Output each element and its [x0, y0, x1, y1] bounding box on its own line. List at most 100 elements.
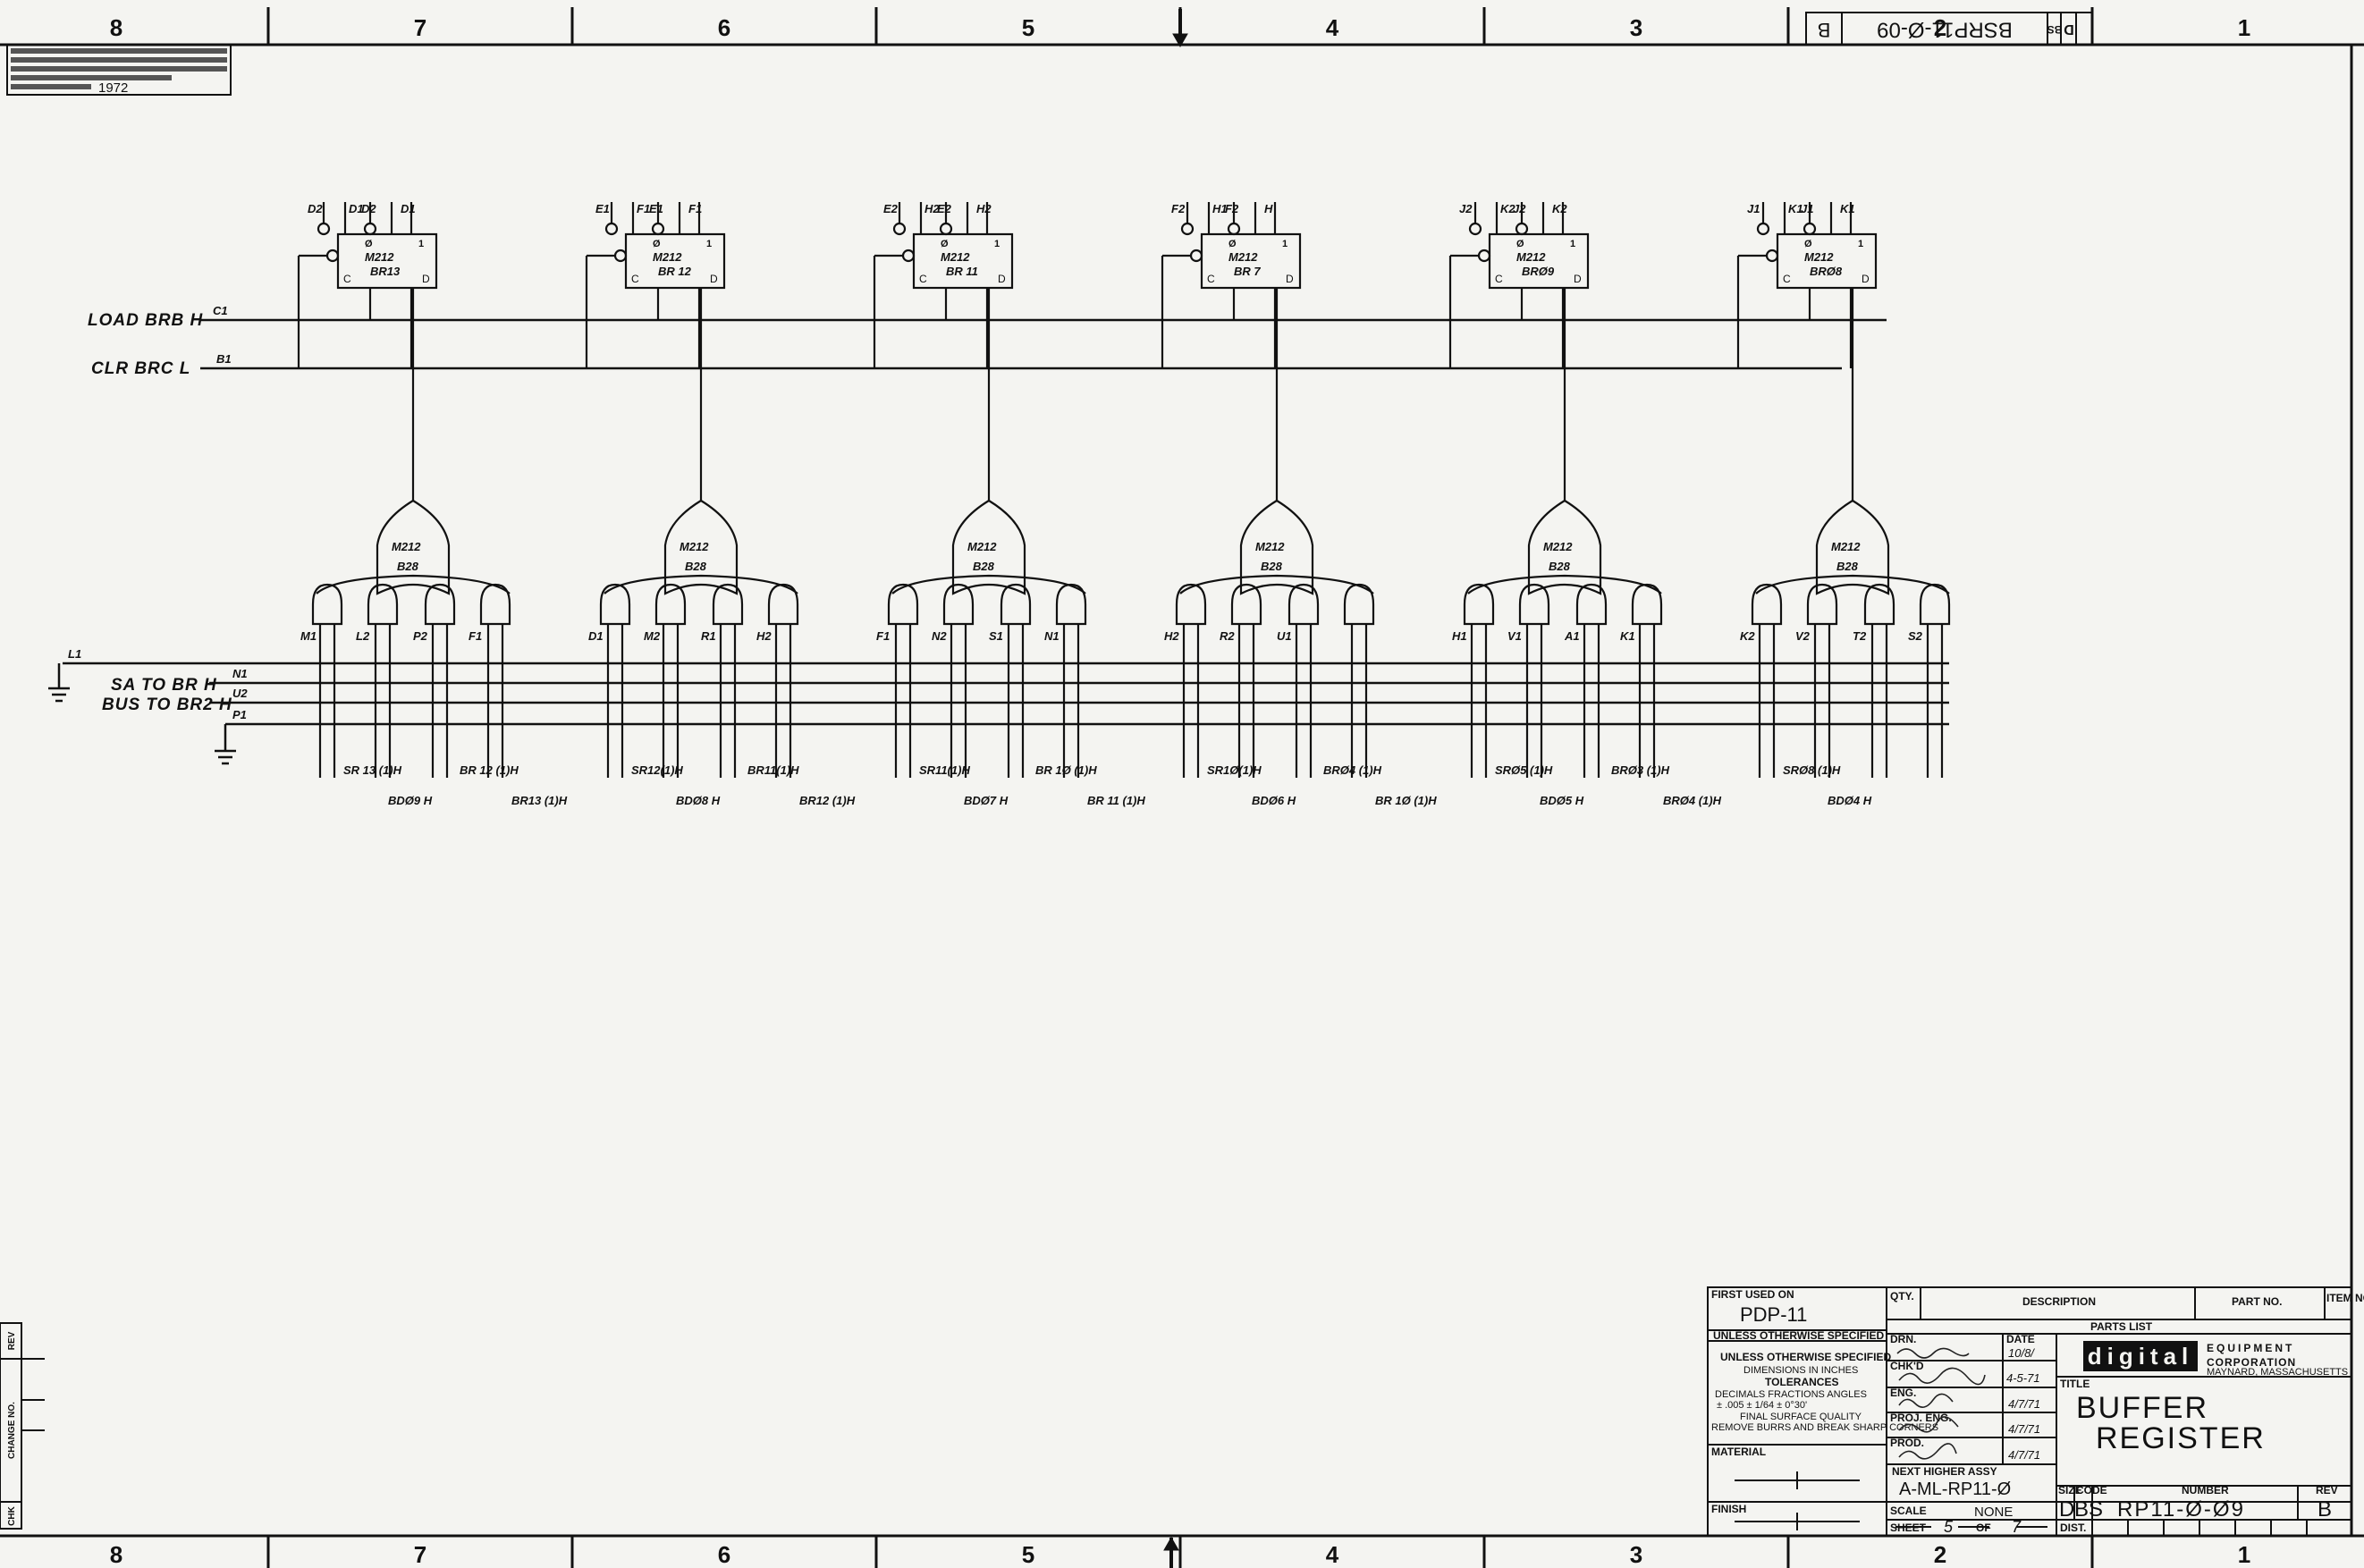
gate-name: B28 [973, 560, 995, 573]
load-pin-c1: C1 [213, 304, 228, 317]
company-name-1: EQUIPMENT [2207, 1342, 2294, 1354]
copyright-box: 1972 [6, 44, 232, 96]
date-1: 10/8/ [2008, 1346, 2035, 1360]
and-gate-pin: M2 [644, 629, 661, 643]
next-higher-label: NEXT HIGHER ASSY [1892, 1465, 1997, 1478]
ff-bubble [1756, 222, 1770, 236]
clr-pin-b1: B1 [216, 352, 232, 366]
qty-label: QTY. [1890, 1290, 1914, 1302]
and-gate [712, 583, 744, 626]
and-gate-pin: H2 [756, 629, 772, 643]
ff-preset-mark: 1 [1858, 239, 1863, 249]
ff-pin-label: D2 [308, 202, 323, 215]
ff-bubble [317, 222, 331, 236]
ff-type: M212 [365, 250, 394, 264]
flip-flop [624, 232, 726, 290]
chkd-label: CHK'D [1890, 1360, 1924, 1372]
zone-label-top: 2 [1934, 14, 1946, 41]
and-gate [1230, 583, 1262, 626]
ff-preset-mark: 1 [706, 239, 712, 249]
material-label: MATERIAL [1711, 1446, 1766, 1458]
ff-pin-label: D2 [361, 202, 376, 215]
date-4: 4/7/71 [2008, 1422, 2040, 1436]
gate-type: M212 [1255, 540, 1285, 553]
ff-preset-mark: Ø [365, 239, 373, 249]
zone-label-bottom: 6 [718, 1541, 730, 1568]
ff-bubble [892, 222, 907, 236]
ff-pin-label: H2 [976, 202, 992, 215]
gate-type: M212 [680, 540, 709, 553]
ff-preset-mark: 1 [1570, 239, 1575, 249]
ff-c-pin: C [343, 273, 351, 285]
final-surface-label: FINAL SURFACE QUALITY [1740, 1412, 1862, 1422]
and-gate [479, 583, 511, 626]
pin-u2: U2 [232, 687, 248, 700]
and-gate-pin: M1 [300, 629, 317, 643]
pin-p1: P1 [232, 708, 247, 721]
load-brb-label: LOAD BRB H [88, 311, 204, 330]
tolerances-label: TOLERANCES [1765, 1376, 1838, 1388]
zone-label-bottom: 2 [1934, 1541, 1946, 1568]
and-gate-pin: F1 [876, 629, 890, 643]
zone-label-bottom: 4 [1326, 1541, 1339, 1568]
company-location: MAYNARD, MASSACHUSETTS [2207, 1367, 2348, 1378]
ff-d-pin: D [1862, 273, 1870, 285]
tolerance-headings: DECIMALS FRACTIONS ANGLES [1715, 1389, 1867, 1400]
ff-pin-label: H [1264, 202, 1273, 215]
ff-pin-label: F1 [637, 202, 650, 215]
remove-burrs-label: REMOVE BURRS AND BREAK SHARP CORNERS [1711, 1422, 1938, 1433]
date-2: 4-5-71 [2006, 1371, 2040, 1385]
and-gate [599, 583, 631, 626]
ff-name: BR 11 [946, 265, 978, 278]
flip-flop [1776, 232, 1878, 290]
and-gate-pin: R2 [1220, 629, 1235, 643]
ff-bubble [1180, 222, 1195, 236]
ff-type: M212 [1228, 250, 1258, 264]
drawing-number: RP11-Ø-Ø9 [2117, 1497, 2245, 1522]
copyright-year: 1972 [98, 80, 128, 96]
ff-pin-label: K2 [1500, 202, 1515, 215]
signal-label: BRØ4 (1)H [1323, 763, 1382, 777]
finish-label: FINISH [1711, 1503, 1746, 1515]
flip-flop [336, 232, 438, 290]
ff-name: BR 7 [1234, 265, 1261, 278]
ff-pin-label: F2 [1225, 202, 1239, 215]
top-right-rev: B [1818, 19, 1831, 41]
signal-label: BR12 (1)H [799, 794, 856, 807]
rev-value: B [2318, 1497, 2332, 1522]
dist-label: DIST. [2060, 1522, 2086, 1534]
ff-pin-label: F1 [688, 202, 702, 215]
title-label: TITLE [2060, 1378, 2090, 1390]
and-gate [1863, 583, 1895, 626]
ff-c-pin: C [1207, 273, 1215, 285]
and-gate [424, 583, 456, 626]
zone-label-top: 7 [414, 14, 426, 41]
ff-name: BRØ8 [1810, 265, 1843, 278]
ff-pin-label: D1 [349, 202, 364, 215]
or-gate [663, 499, 739, 595]
ff-name: BRØ9 [1522, 265, 1555, 278]
date-3: 4/7/71 [2008, 1397, 2040, 1411]
ff-pin-label: F2 [1171, 202, 1186, 215]
and-gate-pin: H1 [1452, 629, 1467, 643]
ff-pin-label: J2 [1513, 202, 1526, 215]
ff-c-pin: C [631, 273, 639, 285]
zone-label-bottom: 5 [1022, 1541, 1034, 1568]
eng-label: ENG. [1890, 1387, 1916, 1399]
ff-name: BR 12 [658, 265, 692, 278]
signal-label: SRØ8 (1)H [1783, 763, 1841, 777]
and-gate-pin: K1 [1620, 629, 1635, 643]
ff-pin-label: E1 [595, 202, 610, 215]
and-gate [367, 583, 399, 626]
ff-pin-label: H1 [1212, 202, 1228, 215]
signal-label: SR 13 (1)H [343, 763, 402, 777]
clr-brc-label: CLR BRC L [91, 359, 190, 378]
ff-pin-label: K2 [1552, 202, 1567, 215]
input-labels: LOAD BRB H C1 CLR BRC L B1 L1 SA TO BR H… [68, 304, 248, 721]
and-gate [1000, 583, 1032, 626]
date-label: DATE [2006, 1333, 2035, 1345]
pin-n1: N1 [232, 667, 248, 680]
and-gate [1463, 583, 1495, 626]
